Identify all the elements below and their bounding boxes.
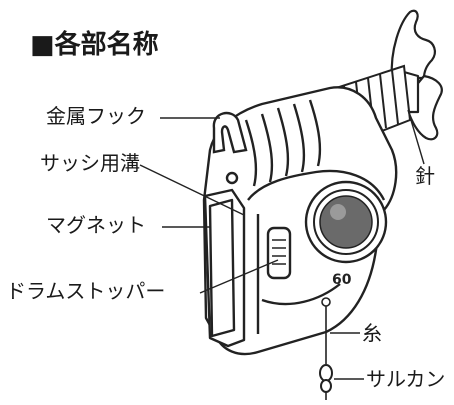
leader-sash-groove <box>139 164 245 216</box>
label-metal-hook: 金属フック <box>46 104 146 128</box>
label-thread: 糸 <box>362 321 382 345</box>
body-engraving: 60 <box>332 272 352 288</box>
leader-needle <box>407 109 425 165</box>
label-sash-groove: サッシ用溝 <box>40 151 140 175</box>
leader-drum-stopper <box>199 259 279 294</box>
label-drum-stopper: ドラムストッパー <box>6 279 166 303</box>
label-swivel: サルカン <box>366 367 446 391</box>
drum-window <box>304 180 388 264</box>
diagram-title: ■各部名称 <box>30 30 159 60</box>
label-magnet: マグネット <box>46 213 146 237</box>
metal-hook <box>212 111 248 185</box>
reel-body <box>202 86 398 356</box>
leader-lines <box>139 109 425 380</box>
thread-and-swivel <box>319 297 333 400</box>
label-needle: 針 <box>415 164 435 188</box>
